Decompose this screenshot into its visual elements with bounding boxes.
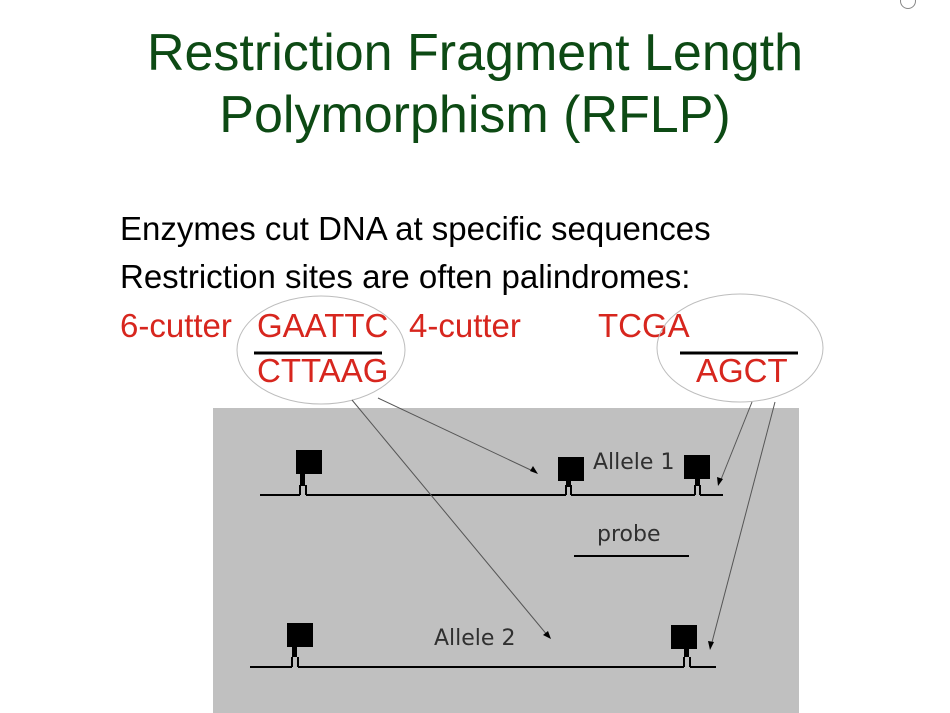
four-cutter-bottom-seq: AGCT [696, 352, 788, 389]
slide-corner-circle-icon [900, 0, 916, 9]
six-cutter-bottom-seq: CTTAAG [257, 352, 389, 389]
bullet-enzymes: Enzymes cut DNA at specific sequences [120, 210, 711, 247]
four-cutter-top-seq: TCGA [598, 307, 690, 344]
rflp-diagram-panel: Allele 1 probe Allele 2 [213, 408, 799, 713]
six-cutter-top-seq: GAATTC [257, 307, 389, 344]
bullet-palindromes: Restriction sites are often palindromes: [120, 258, 691, 295]
title-line-2: Polymorphism (RFLP) [219, 86, 731, 144]
four-cutter-label: 4-cutter [409, 307, 521, 344]
slide-title: Restriction Fragment Length Polymorphism… [0, 22, 950, 146]
allele-1-label: Allele 1 [593, 450, 675, 475]
title-line-1: Restriction Fragment Length [146, 24, 804, 82]
probe-label: probe [597, 522, 661, 547]
six-cutter-label: 6-cutter [120, 307, 232, 344]
allele-2-label: Allele 2 [434, 626, 516, 651]
